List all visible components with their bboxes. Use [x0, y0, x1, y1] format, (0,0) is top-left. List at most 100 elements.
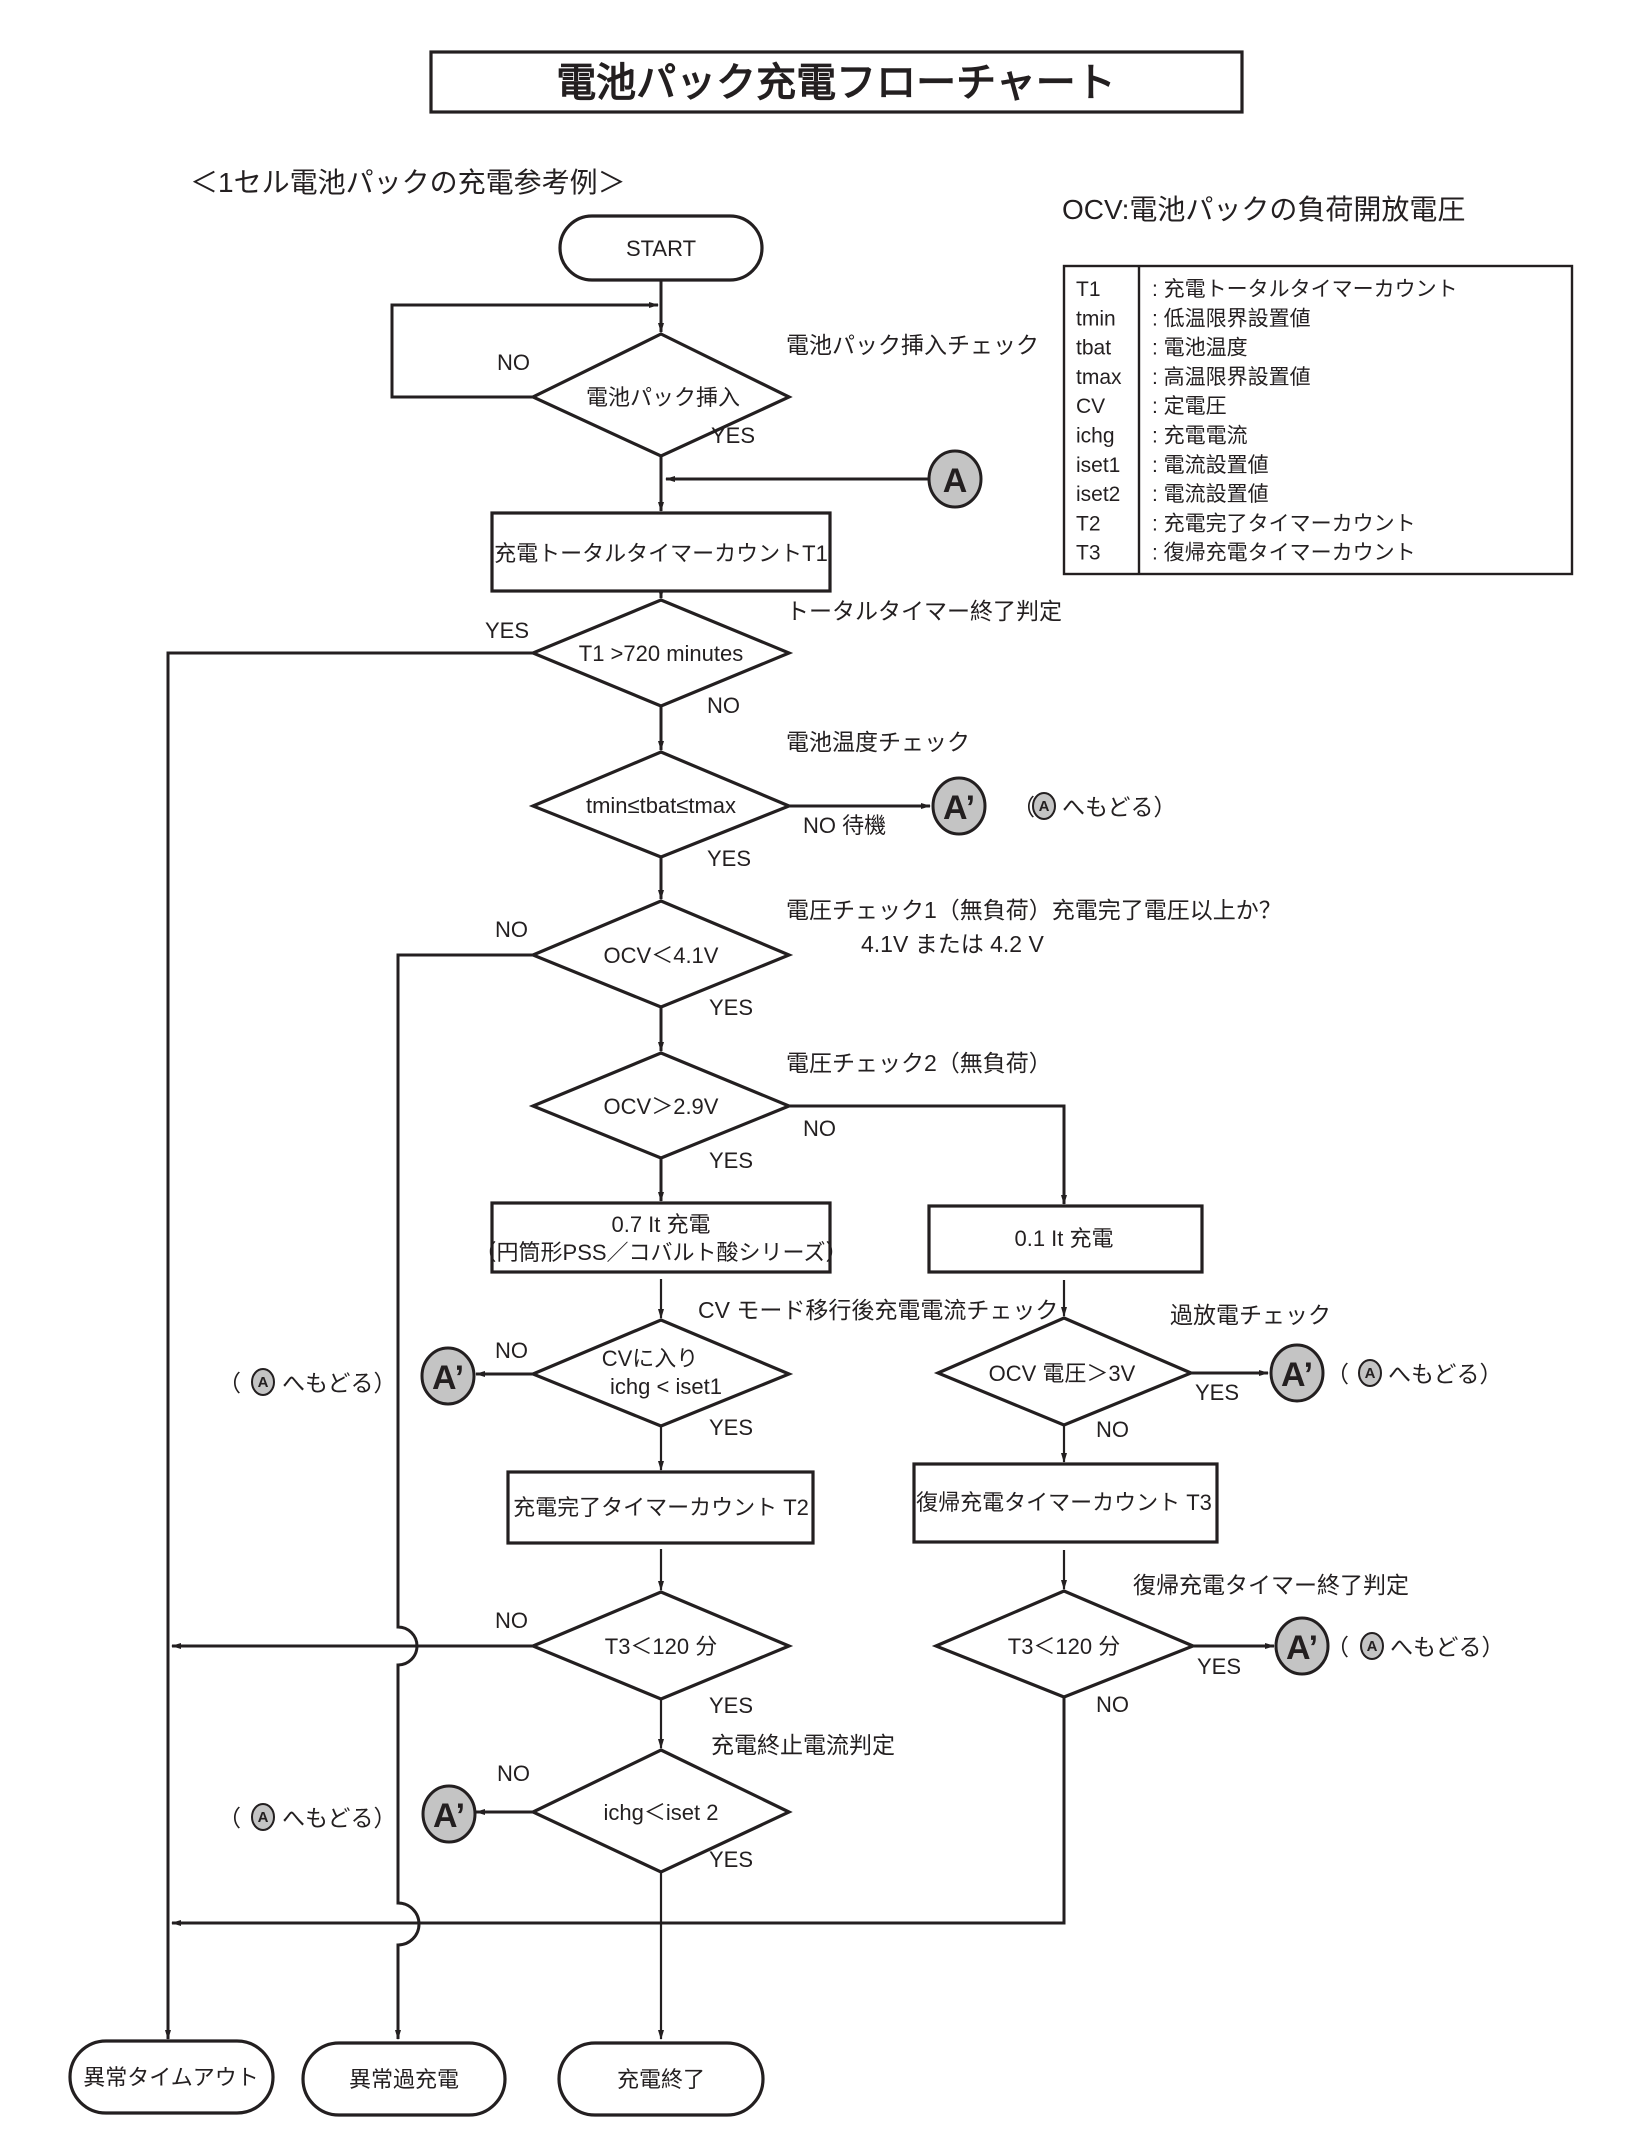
label-no-wait: NO 待機: [803, 813, 886, 838]
return-note-paren: （: [1326, 1361, 1349, 1387]
legend-description: : 充電電流: [1152, 425, 1248, 448]
legend-symbol: iset2: [1076, 483, 1120, 506]
return-note-text: へもどる）: [1062, 794, 1177, 820]
return-note-paren: （: [1012, 794, 1035, 820]
legend-row: T1 : 充電トータルタイマーカウント: [1076, 278, 1458, 301]
process-07it-line2: （円筒形PSS／コバルト酸シリーズ）: [475, 1240, 848, 1265]
arrow-insert-no-loop: [390, 302, 659, 399]
decision-ocv-2-9: OCV＞2.9V: [528, 1051, 794, 1160]
arrow-ocv41-no-overcharge: [395, 953, 533, 2040]
process-01it-charge: 0.1 It 充電: [927, 1204, 1204, 1274]
label-yes: YES: [711, 423, 755, 448]
process-total-timer-label: 充電トータルタイマーカウントT1: [494, 541, 828, 566]
return-note-text: へもどる）: [282, 1370, 397, 1396]
legend-description: : 充電完了タイマーカウント: [1152, 512, 1416, 535]
decision-t3-right: T3＜120 分: [931, 1589, 1198, 1699]
decision-temperature: tmin≤tbat≤tmax: [528, 750, 794, 859]
decision-overdischarge: OCV 電圧＞3V: [933, 1316, 1196, 1427]
legend-symbol: T2: [1076, 512, 1101, 535]
return-note-text: へもどる）: [1388, 1361, 1503, 1387]
legend-row: tbat: 電池温度: [1076, 337, 1248, 360]
annotation-insert-check: 電池パック挿入チェック: [786, 332, 1039, 358]
connector-a-prime-cv: A’: [420, 1346, 476, 1406]
decision-overdischarge-label: OCV 電圧＞3V: [989, 1361, 1136, 1386]
return-note-cv: （ A へもどる）: [218, 1368, 397, 1396]
return-note-paren: （: [218, 1805, 241, 1831]
return-note-overdischarge: （ A へもどる）: [1326, 1359, 1503, 1387]
process-01it-label: 0.1 It 充電: [1014, 1226, 1113, 1251]
legend-row: tmax : 高温限界設置値: [1076, 366, 1311, 389]
return-note-paren: （: [218, 1370, 241, 1396]
arrow-timer-yes-timeout: [165, 651, 533, 2040]
branch-labels: NO YES YES NO NO 待機 YES NO YES NO YES NO…: [485, 350, 1241, 1872]
return-note-end-current: （ A へもどる）: [218, 1803, 397, 1831]
decision-ocv-4-1-label: OCV＜4.1V: [604, 943, 719, 968]
connector-a-prime-label: A’: [1286, 1629, 1318, 1667]
decision-end-current: ichg＜iset 2: [529, 1748, 793, 1874]
arrow-t3right-no-timeout: [171, 1697, 1066, 1926]
connector-a-prime-label: A’: [432, 1359, 464, 1397]
return-note-a: A: [258, 1374, 269, 1391]
return-note-paren: （: [1326, 1634, 1349, 1660]
label-yes: YES: [1195, 1380, 1239, 1405]
return-note-a: A: [1367, 1638, 1378, 1655]
label-no: NO: [495, 1608, 528, 1633]
legend-row: iset1: 電流設置値: [1076, 454, 1269, 477]
legend-description: : 高温限界設置値: [1152, 366, 1311, 389]
page-title: 電池パック充電フローチャート: [556, 61, 1116, 105]
return-note-temp: （ A へもどる）: [1012, 792, 1177, 820]
label-no: NO: [707, 693, 740, 718]
connector-a: A: [927, 449, 983, 509]
legend-description: : 電池温度: [1152, 337, 1248, 360]
return-note-text: へもどる）: [282, 1805, 397, 1831]
connector-a-prime-label: A’: [943, 789, 975, 827]
return-note-a: A: [1365, 1365, 1376, 1382]
decision-battery-insert-label: 電池パック挿入: [586, 385, 740, 410]
decision-cv-current: CVに入り ichg < iset1: [528, 1318, 794, 1428]
decision-t3-right-label: T3＜120 分: [1008, 1634, 1121, 1659]
label-no: NO: [497, 1761, 530, 1786]
return-note-a: A: [1039, 798, 1050, 815]
annotation-cv-current-check: CV モード移行後充電電流チェック: [698, 1297, 1058, 1323]
legend-symbol: tmax: [1076, 366, 1122, 389]
legend-row: T3 : 復帰充電タイマーカウント: [1076, 542, 1416, 565]
legend-description: : 充電トータルタイマーカウント: [1152, 278, 1458, 301]
decision-ocv-2-9-label: OCV＞2.9V: [604, 1094, 719, 1119]
legend-description: : 復帰充電タイマーカウント: [1152, 542, 1416, 565]
annotation-voltage-check1-sub: 4.1V または 4.2 V: [861, 931, 1044, 957]
decision-ocv-4-1: OCV＜4.1V: [528, 899, 794, 1009]
legend-description: : 電流設置値: [1152, 483, 1269, 506]
legend-symbol: iset1: [1076, 454, 1120, 477]
label-yes: YES: [709, 1847, 753, 1872]
connector-a-label: A: [943, 462, 968, 500]
legend-row: iset2 : 電流設置値: [1076, 483, 1269, 506]
return-note-recovery: （ A へもどる）: [1326, 1632, 1505, 1660]
label-yes: YES: [709, 1415, 753, 1440]
connector-a-prime-temp: A’: [931, 776, 987, 836]
start-terminal: START: [558, 214, 764, 282]
end-timeout-terminal: 異常タイムアウト: [68, 2039, 275, 2115]
process-recovery-timer: 復帰充電タイマーカウント T3: [912, 1462, 1219, 1544]
decision-end-current-label: ichg＜iset 2: [604, 1800, 719, 1825]
process-recovery-timer-label: 復帰充電タイマーカウント T3: [916, 1490, 1212, 1515]
label-yes: YES: [485, 618, 529, 643]
end-timeout-label: 異常タイムアウト: [83, 2065, 259, 2090]
process-complete-timer-label: 充電完了タイマーカウント T2: [513, 1495, 809, 1520]
decision-total-timer-label: T1 >720 minutes: [579, 641, 743, 666]
label-no: NO: [497, 350, 530, 375]
title-box: 電池パック充電フローチャート: [429, 50, 1244, 114]
decision-cv-line2: ichg < iset1: [610, 1374, 722, 1399]
legend-symbol: T3: [1076, 542, 1101, 565]
return-note-text: へもどる）: [1390, 1634, 1505, 1660]
arrow-ocv29-no: [789, 1104, 1067, 1205]
process-complete-timer: 充電完了タイマーカウント T2: [506, 1470, 815, 1545]
process-07it-charge: 0.7 It 充電 （円筒形PSS／コバルト酸シリーズ）: [475, 1201, 848, 1274]
decision-battery-insert: 電池パック挿入: [529, 332, 793, 458]
connector-a-prime-label: A’: [1281, 1356, 1313, 1394]
annotation-temp-check: 電池温度チェック: [786, 729, 970, 755]
label-no: NO: [1096, 1692, 1129, 1717]
legend-symbol: T1: [1076, 278, 1101, 301]
label-no: NO: [1096, 1417, 1129, 1442]
legend-symbol: tmin: [1076, 307, 1116, 330]
legend-row: T2 : 充電完了タイマーカウント: [1076, 512, 1416, 535]
